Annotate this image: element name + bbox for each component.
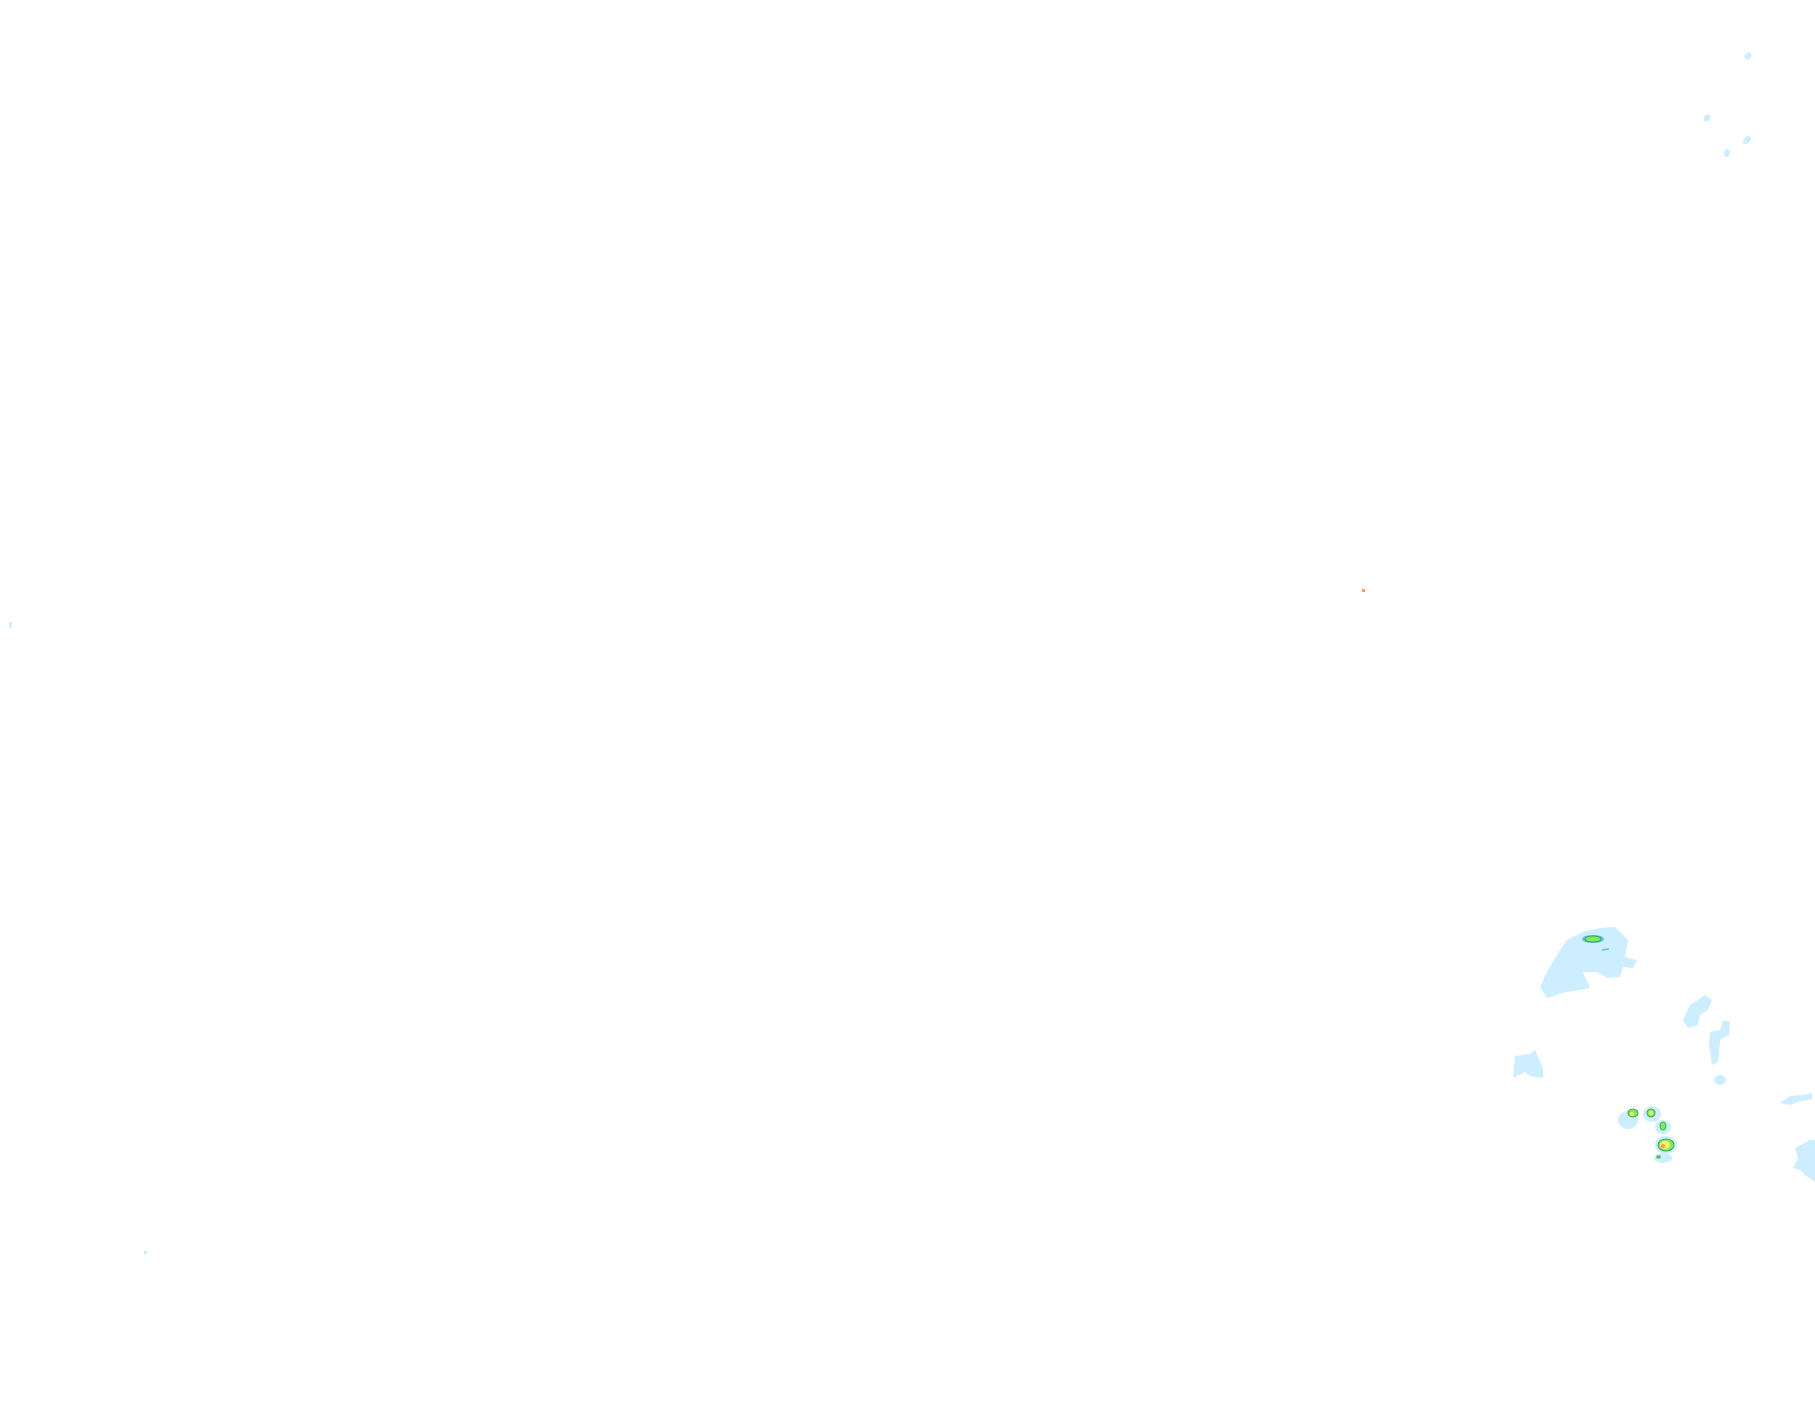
precip-cell xyxy=(1744,52,1752,60)
precip-cell xyxy=(144,1251,147,1254)
precip-core xyxy=(1659,1121,1667,1131)
precip-core xyxy=(1649,1111,1653,1115)
precip-moderate-areas xyxy=(1362,589,1675,1159)
precip-core xyxy=(1630,1112,1634,1116)
precip-core xyxy=(1661,1144,1665,1148)
precip-cell xyxy=(1724,149,1730,157)
precip-core xyxy=(1362,589,1365,592)
precip-cell xyxy=(9,622,12,628)
precip-core xyxy=(1656,1155,1661,1159)
precip-streak xyxy=(1601,948,1610,951)
precip-cell xyxy=(1714,1075,1726,1085)
precip-cell xyxy=(1709,1020,1730,1065)
precip-cell xyxy=(1683,995,1712,1028)
precip-cell xyxy=(1540,927,1637,998)
precip-cell xyxy=(1513,1050,1543,1078)
precip-cell xyxy=(1654,1153,1672,1163)
precip-cell xyxy=(1703,114,1711,122)
precip-cell xyxy=(1742,135,1752,145)
precip-cell xyxy=(1793,1140,1815,1182)
precip-core xyxy=(1584,935,1602,943)
precip-light-areas xyxy=(9,52,1815,1254)
precip-cell xyxy=(1780,1093,1812,1105)
